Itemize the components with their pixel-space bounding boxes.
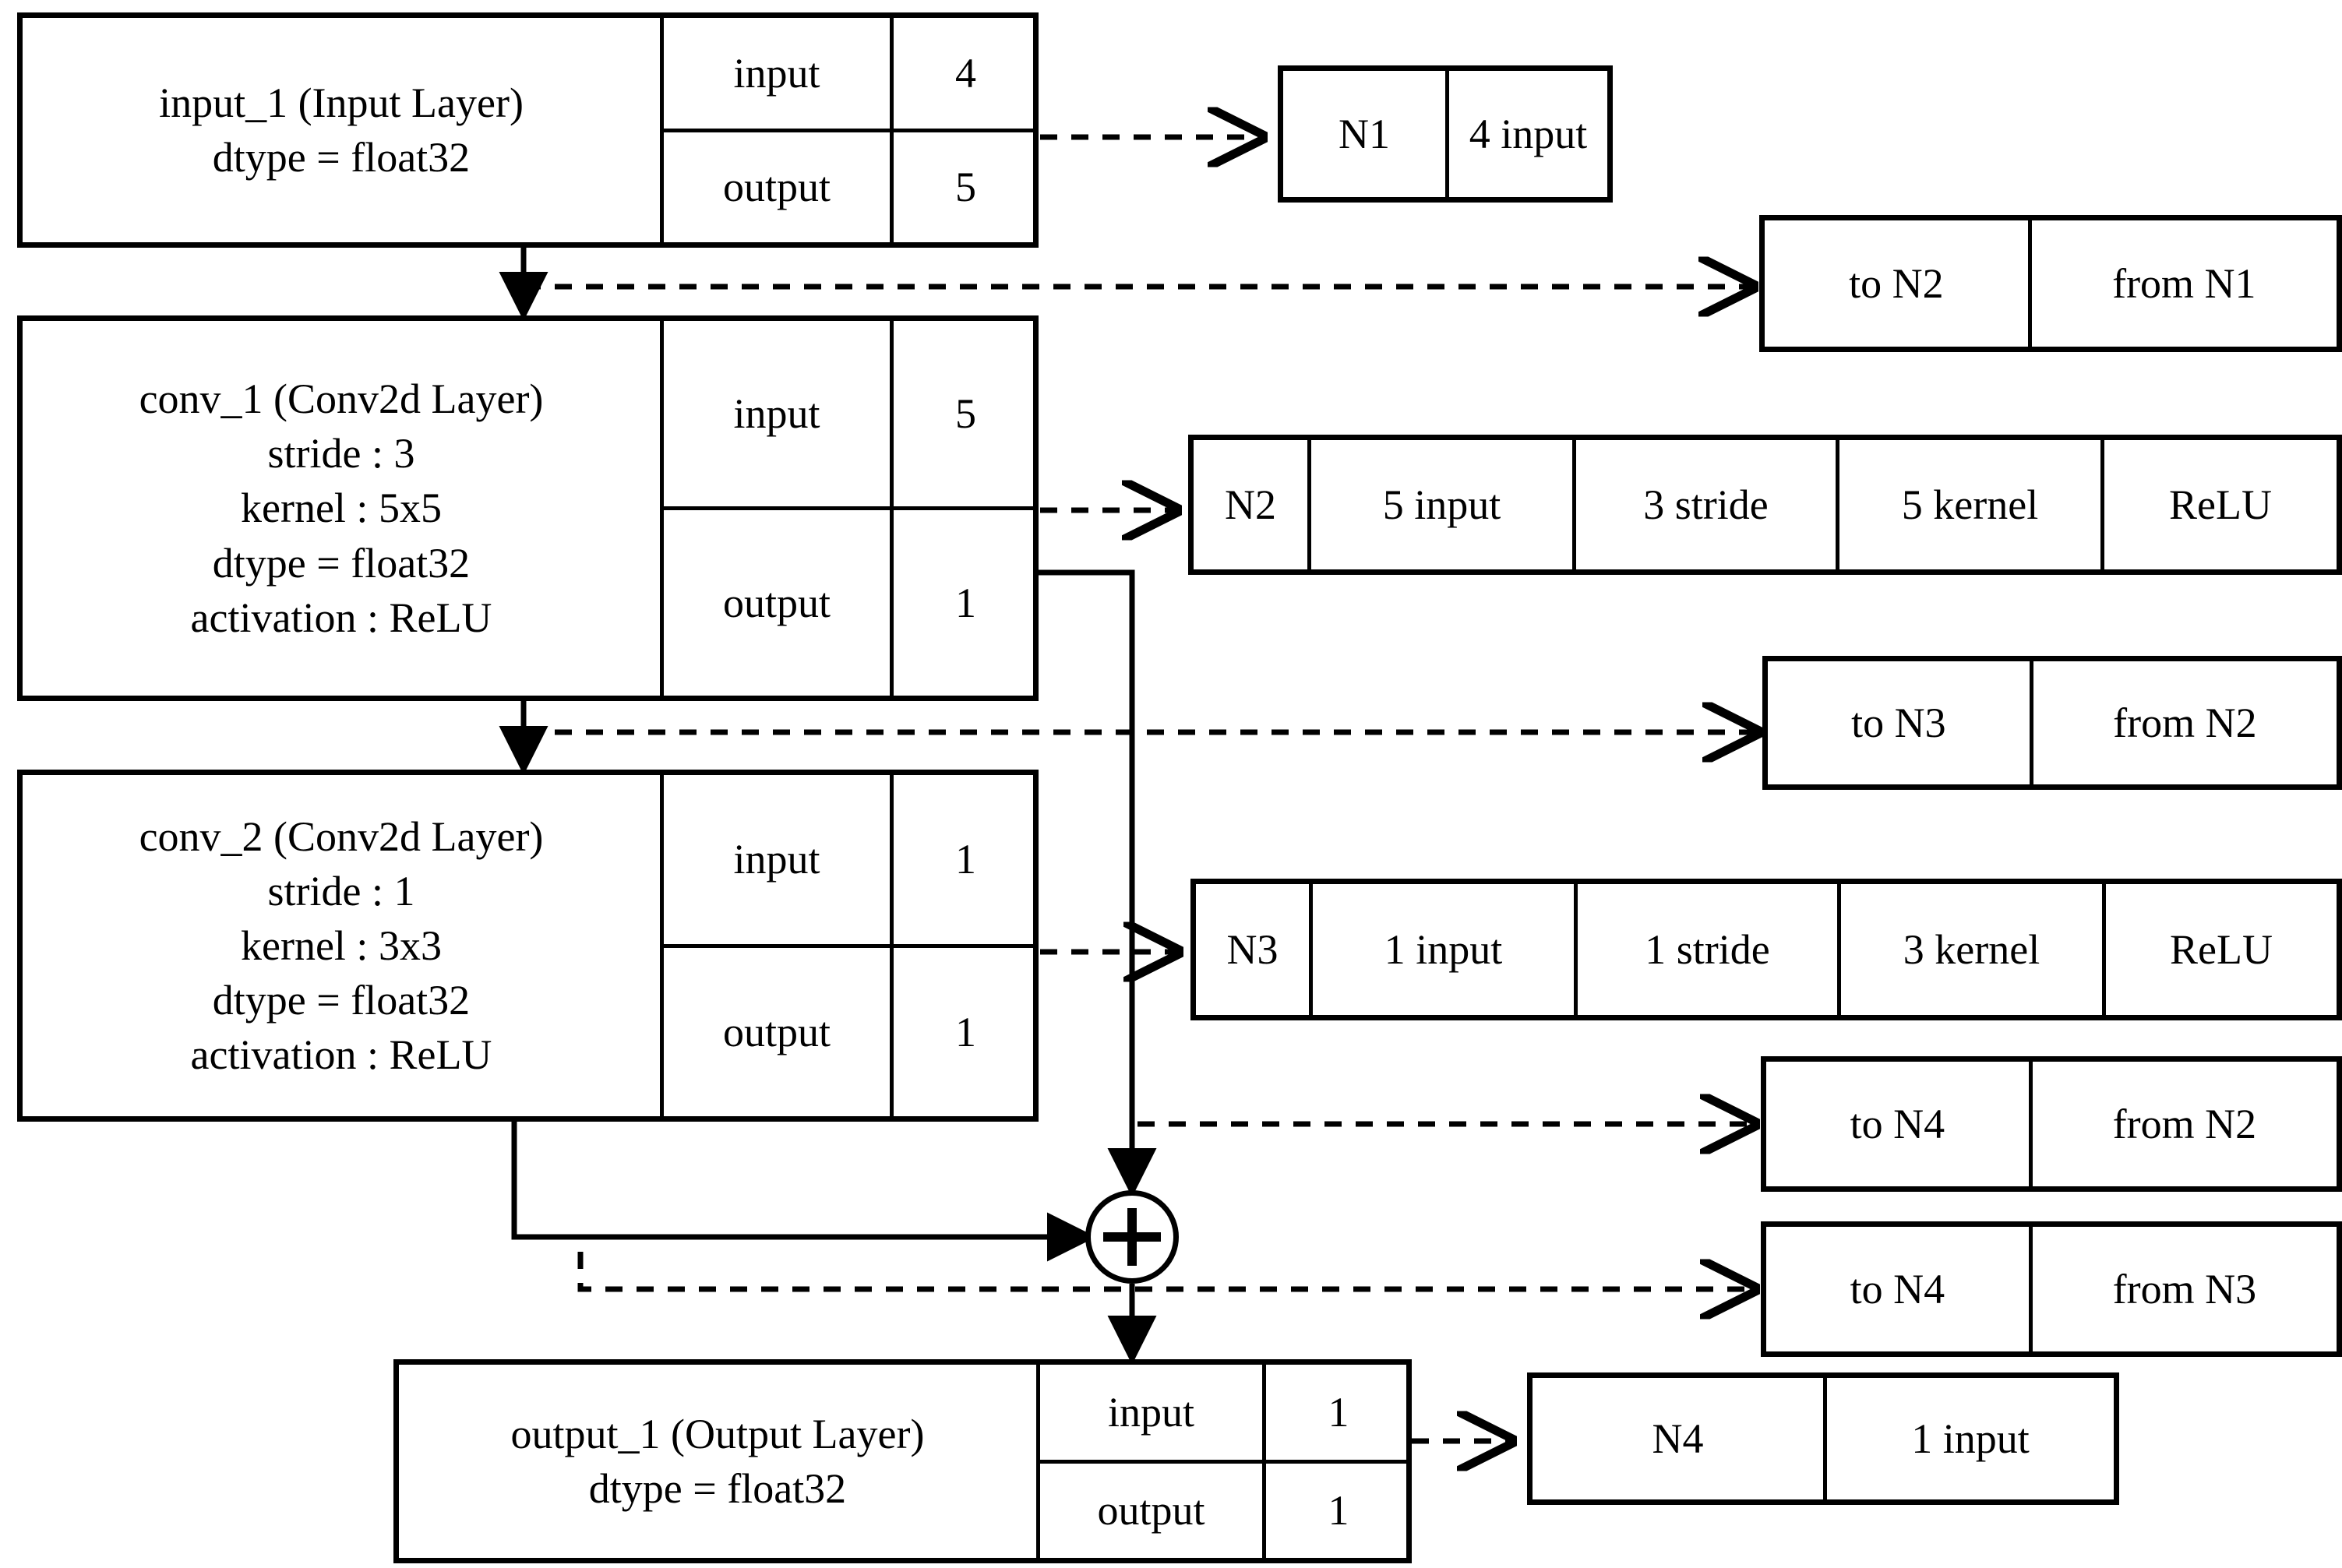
edge-cell-to: to N2: [1765, 220, 2028, 347]
node-cell-stride: 1 stride: [1574, 884, 1837, 1015]
io-label-input: input: [733, 836, 820, 883]
io-value-input: 1: [1262, 1365, 1411, 1460]
io-row-input: input 4: [664, 18, 1038, 129]
edge-cell-to: to N3: [1768, 661, 2030, 784]
edge-cell-to: to N4: [1766, 1227, 2029, 1351]
edge-cell-from: from N2: [2029, 661, 2337, 784]
layer-box-output_1[interactable]: output_1 (Output Layer) dtype = float32 …: [393, 1359, 1412, 1563]
node-box-N4[interactable]: N4 1 input: [1527, 1372, 2119, 1505]
edge-box-to-N4-from-N2[interactable]: to N4 from N2: [1761, 1056, 2342, 1192]
add-operator-node[interactable]: [1085, 1190, 1179, 1284]
io-row-input: input 5: [664, 321, 1038, 506]
node-cell-activation: ReLU: [2102, 884, 2337, 1015]
edge-box-to-N3-from-N2[interactable]: to N3 from N2: [1762, 656, 2342, 790]
layer-title-output_1: output_1 (Output Layer) dtype = float32: [399, 1365, 1036, 1558]
io-row-output: output 1: [664, 506, 1038, 696]
edge-box-to-N4-from-N3[interactable]: to N4 from N3: [1761, 1221, 2342, 1357]
io-row-input: input 1: [1040, 1365, 1411, 1460]
io-value-output: 5: [890, 132, 1038, 242]
node-cell-stride: 3 stride: [1572, 440, 1836, 569]
io-row-output: output 5: [664, 128, 1038, 242]
io-value-output: 1: [1262, 1463, 1411, 1558]
io-table-output_1: input 1 output 1: [1036, 1365, 1411, 1558]
io-value-input: 5: [890, 321, 1038, 506]
node-cell-input: 5 input: [1307, 440, 1572, 569]
io-label-output: output: [722, 164, 831, 211]
node-cell-input: 1 input: [1309, 884, 1574, 1015]
io-row-output: output 1: [1040, 1459, 1411, 1558]
io-table-conv_1: input 5 output 1: [660, 321, 1038, 696]
node-cell-input: 1 input: [1823, 1378, 2114, 1499]
io-row-input: input 1: [664, 775, 1038, 944]
layer-box-conv_1[interactable]: conv_1 (Conv2d Layer) stride : 3 kernel …: [17, 315, 1039, 701]
node-cell-id: N2: [1194, 440, 1307, 569]
io-value-input: 1: [890, 775, 1038, 944]
node-cell-kernel: 5 kernel: [1836, 440, 2100, 569]
wire-conv1-out-to-adder: [1039, 569, 1157, 1197]
edge-cell-from: from N3: [2028, 1227, 2337, 1351]
io-value-output: 1: [890, 947, 1038, 1116]
io-label-input: input: [733, 49, 820, 97]
io-label-output: output: [722, 580, 831, 626]
wire-conv2-to-adder: [511, 1122, 1096, 1262]
io-label-input: input: [733, 390, 820, 437]
node-cell-id: N3: [1196, 884, 1309, 1015]
layer-title-input_1: input_1 (Input Layer) dtype = float32: [23, 18, 660, 242]
plus-icon-vertical: [1127, 1208, 1137, 1266]
io-value-output: 1: [890, 510, 1038, 696]
io-label-output: output: [722, 1008, 831, 1055]
io-row-output: output 1: [664, 943, 1038, 1116]
io-value-input: 4: [890, 18, 1038, 129]
io-label-input: input: [1107, 1388, 1194, 1436]
layer-title-conv_1: conv_1 (Conv2d Layer) stride : 3 kernel …: [23, 321, 660, 696]
layer-box-input_1[interactable]: input_1 (Input Layer) dtype = float32 in…: [17, 12, 1039, 248]
edge-cell-to: to N4: [1766, 1062, 2029, 1186]
layer-title-conv_2: conv_2 (Conv2d Layer) stride : 1 kernel …: [23, 775, 660, 1116]
node-cell-id: N1: [1283, 71, 1445, 197]
node-cell-input: 4 input: [1445, 71, 1607, 197]
edge-cell-from: from N2: [2028, 1062, 2337, 1186]
io-label-output: output: [1097, 1487, 1205, 1535]
io-table-conv_2: input 1 output 1: [660, 775, 1038, 1116]
edge-box-to-N2-from-N1[interactable]: to N2 from N1: [1759, 215, 2342, 352]
node-box-N3[interactable]: N3 1 input 1 stride 3 kernel ReLU: [1190, 879, 2342, 1020]
node-cell-activation: ReLU: [2100, 440, 2337, 569]
node-cell-id: N4: [1533, 1378, 1823, 1499]
io-table-input_1: input 4 output 5: [660, 18, 1038, 242]
edge-cell-from: from N1: [2027, 220, 2337, 347]
layer-box-conv_2[interactable]: conv_2 (Conv2d Layer) stride : 1 kernel …: [17, 770, 1039, 1122]
node-cell-kernel: 3 kernel: [1837, 884, 2102, 1015]
node-box-N2[interactable]: N2 5 input 3 stride 5 kernel ReLU: [1188, 435, 2342, 575]
node-box-N1[interactable]: N1 4 input: [1278, 65, 1613, 203]
